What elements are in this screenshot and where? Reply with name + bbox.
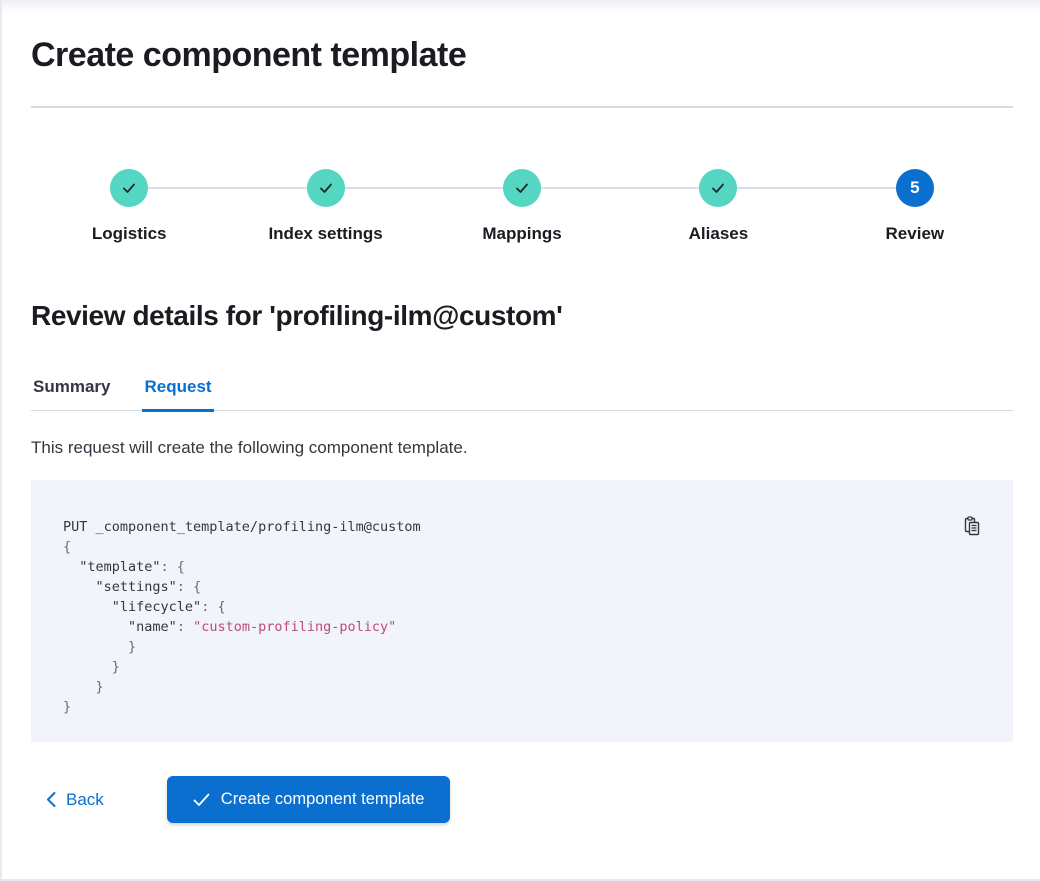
step-number: 5 — [910, 178, 920, 197]
check-icon — [123, 183, 136, 193]
window-left-edge — [0, 0, 2, 881]
footer-actions: Back Create component template — [31, 776, 1013, 823]
code-line: "name": "custom-profiling-policy" — [128, 619, 397, 635]
step-label: Aliases — [688, 224, 749, 243]
copy-to-clipboard-button[interactable] — [960, 514, 984, 538]
create-component-template-page: Create component template Logistics Inde… — [0, 36, 1040, 823]
wizard-stepper: Logistics Index settings Mappings — [31, 169, 1013, 244]
review-tabs: Summary Request — [31, 377, 1013, 412]
title-divider — [31, 106, 1013, 108]
back-button-label: Back — [66, 789, 104, 809]
code-line: } — [63, 639, 137, 655]
check-icon — [193, 793, 210, 806]
page-title: Create component template — [31, 36, 467, 74]
back-button[interactable]: Back — [45, 790, 104, 810]
code-line: "settings": { — [95, 579, 202, 595]
review-heading: Review details for 'profiling-ilm@custom… — [31, 300, 563, 331]
step-label: Index settings — [268, 224, 383, 243]
check-icon — [319, 183, 332, 193]
step-complete-circle[interactable] — [306, 169, 345, 207]
code-line: "template": { — [79, 559, 185, 575]
copy-clipboard-icon — [964, 516, 980, 536]
code-line: } — [63, 679, 104, 695]
step-complete-circle[interactable] — [110, 169, 149, 207]
chevron-left-icon — [47, 792, 56, 807]
request-description: This request will create the following c… — [31, 438, 468, 457]
request-code-block: PUT _component_template/profiling-ilm@cu… — [31, 480, 1013, 742]
check-icon — [712, 183, 725, 193]
code-line: } — [63, 659, 120, 675]
check-icon — [516, 183, 528, 193]
code-line: { — [63, 539, 72, 555]
step-label: Mappings — [482, 224, 562, 243]
step-label: Review — [885, 224, 945, 243]
code-content: PUT _component_template/profiling-ilm@cu… — [63, 517, 981, 717]
window-bottom-edge — [0, 879, 1040, 881]
step-index-settings[interactable]: Index settings — [227, 169, 423, 244]
step-review[interactable]: 5 Review — [817, 169, 1013, 244]
code-line: "lifecycle": { — [111, 599, 226, 615]
step-aliases[interactable]: Aliases — [620, 169, 816, 244]
code-line: PUT _component_template/profiling-ilm@cu… — [63, 519, 421, 535]
step-complete-circle[interactable] — [699, 169, 738, 207]
tab-summary[interactable]: Summary — [33, 377, 111, 396]
step-current-circle[interactable]: 5 — [895, 169, 934, 207]
step-label: Logistics — [91, 224, 167, 243]
step-complete-circle[interactable] — [503, 169, 542, 207]
code-line: } — [63, 699, 72, 715]
window-top-edge — [0, 0, 1040, 12]
tab-request[interactable]: Request — [142, 377, 214, 412]
create-button-label: Create component template — [220, 790, 425, 808]
step-mappings[interactable]: Mappings — [424, 169, 620, 244]
create-component-template-button[interactable]: Create component template — [166, 776, 451, 823]
step-logistics[interactable]: Logistics — [31, 169, 227, 244]
